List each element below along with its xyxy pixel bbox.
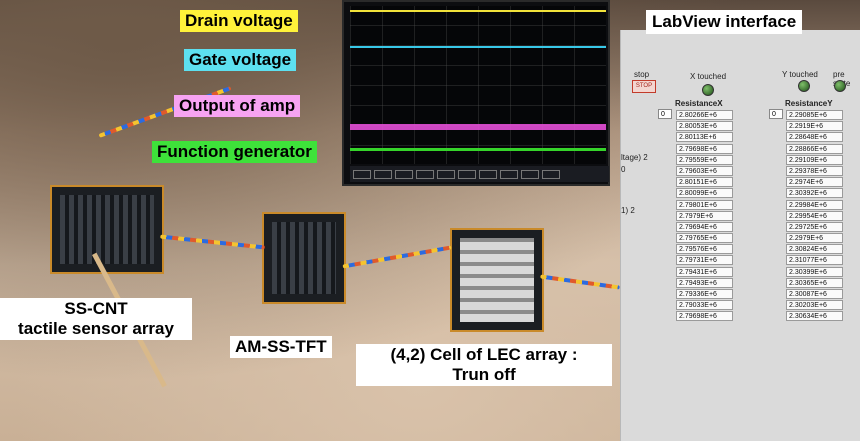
tactile-sensor-label-line2: tactile sensor array xyxy=(18,319,174,338)
x-touched-label: X touched xyxy=(690,72,727,81)
output-of-amp-label: Output of amp xyxy=(174,95,301,117)
drain-voltage-label: Drain voltage xyxy=(180,10,298,32)
stop-label: stop xyxy=(634,70,650,79)
resistance-x-header: ResistanceX xyxy=(675,99,723,108)
resistance-x-cell: 2.80151E+6 xyxy=(676,177,733,188)
resistance-y-cell: 2.30399E+6 xyxy=(786,266,843,277)
tactile-sensor-chip xyxy=(50,185,164,274)
resistance-x-cell: 2.79801E+6 xyxy=(676,199,733,210)
lec-cell-label: (4,2) Cell of LEC array : Trun off xyxy=(356,344,612,386)
resistance-x-cell: 2.79033E+6 xyxy=(676,300,733,311)
resistance-y-cell: 2.2979E+6 xyxy=(786,233,843,244)
resistance-x-cell: 2.79765E+6 xyxy=(676,233,733,244)
resistance-y-cell: 2.29109E+6 xyxy=(786,154,843,165)
resistance-x-cell: 2.79336E+6 xyxy=(676,289,733,299)
tft-label: AM-SS-TFT xyxy=(230,336,332,358)
pre-state-led-icon xyxy=(834,80,846,92)
stop-button[interactable]: STOP xyxy=(632,80,656,93)
tft-chip xyxy=(262,212,346,304)
resistance-y-cell: 2.2974E+6 xyxy=(786,177,843,188)
gate-voltage-trace xyxy=(350,46,606,48)
resistance-x-cell: 2.79694E+6 xyxy=(676,221,733,232)
side-label: 1) 2 xyxy=(621,206,635,215)
resistance-y-cell: 2.28648E+6 xyxy=(786,132,843,143)
lec-cell-label-line2: Trun off xyxy=(452,365,516,384)
resistance-y-cell: 2.31077E+6 xyxy=(786,255,843,266)
y-touched-label: Y touched xyxy=(782,70,818,79)
function-generator-trace xyxy=(350,148,606,151)
resistance-y-cell: 2.29378E+6 xyxy=(786,165,843,176)
resistance-x-cell: 2.80099E+6 xyxy=(676,188,733,199)
resistance-y-cell: 2.29085E+6 xyxy=(786,110,843,120)
resistance-y-cell: 2.29954E+6 xyxy=(786,210,843,221)
resistance-x-cell: 2.80053E+6 xyxy=(676,121,733,132)
resistance-y-cell: 2.2919E+6 xyxy=(786,121,843,132)
resistance-y-cell: 2.29725E+6 xyxy=(786,221,843,232)
resistance-x-cell: 2.79698E+6 xyxy=(676,311,733,322)
tactile-sensor-label-line1: SS-CNT xyxy=(64,299,128,318)
resistance-x-cell: 2.7979E+6 xyxy=(676,210,733,221)
tactile-sensor-label: SS-CNT tactile sensor array xyxy=(0,298,192,340)
resistance-x-cell: 2.79576E+6 xyxy=(676,244,733,255)
oscilloscope-status-bar xyxy=(350,166,609,182)
lec-cell-label-line1: (4,2) Cell of LEC array : xyxy=(390,345,578,364)
resistance-y-cell: 2.30365E+6 xyxy=(786,277,843,288)
resistance-x-cell: 2.79493E+6 xyxy=(676,277,733,288)
gate-voltage-label: Gate voltage xyxy=(184,49,297,71)
resistance-x-cell: 2.79603E+6 xyxy=(676,165,733,176)
y-touched-led-icon xyxy=(798,80,810,92)
resistance-y-cell: 2.30634E+6 xyxy=(786,311,843,322)
resistance-y-index[interactable]: 0 xyxy=(769,109,783,119)
resistance-y-cell: 2.30087E+6 xyxy=(786,289,843,299)
resistance-y-cell: 2.28866E+6 xyxy=(786,143,843,154)
resistance-x-cell: 2.79559E+6 xyxy=(676,154,733,165)
resistance-y-cell: 2.29984E+6 xyxy=(786,199,843,210)
amp-output-trace xyxy=(350,124,606,130)
oscilloscope xyxy=(342,0,610,186)
side-label: 0 xyxy=(621,165,626,174)
resistance-x-cell: 2.79431E+6 xyxy=(676,266,733,277)
resistance-y-cell: 2.30203E+6 xyxy=(786,300,843,311)
lec-array-chip xyxy=(450,228,544,332)
resistance-x-cell: 2.80266E+6 xyxy=(676,110,733,120)
resistance-x-index[interactable]: 0 xyxy=(658,109,672,119)
labview-title: LabView interface xyxy=(646,10,803,34)
oscilloscope-screen xyxy=(350,6,606,164)
side-label: ltage) 2 xyxy=(621,153,648,162)
resistance-x-cell: 2.79731E+6 xyxy=(676,255,733,266)
resistance-y-cell: 2.30824E+6 xyxy=(786,244,843,255)
resistance-y-header: ResistanceY xyxy=(785,99,833,108)
x-touched-led-icon xyxy=(702,84,714,96)
resistance-x-cell: 2.79698E+6 xyxy=(676,143,733,154)
resistance-x-cell: 2.80113E+6 xyxy=(676,132,733,143)
function-generator-label: Function generator xyxy=(152,141,317,163)
resistance-y-cell: 2.30392E+6 xyxy=(786,188,843,199)
drain-voltage-trace xyxy=(350,10,606,12)
